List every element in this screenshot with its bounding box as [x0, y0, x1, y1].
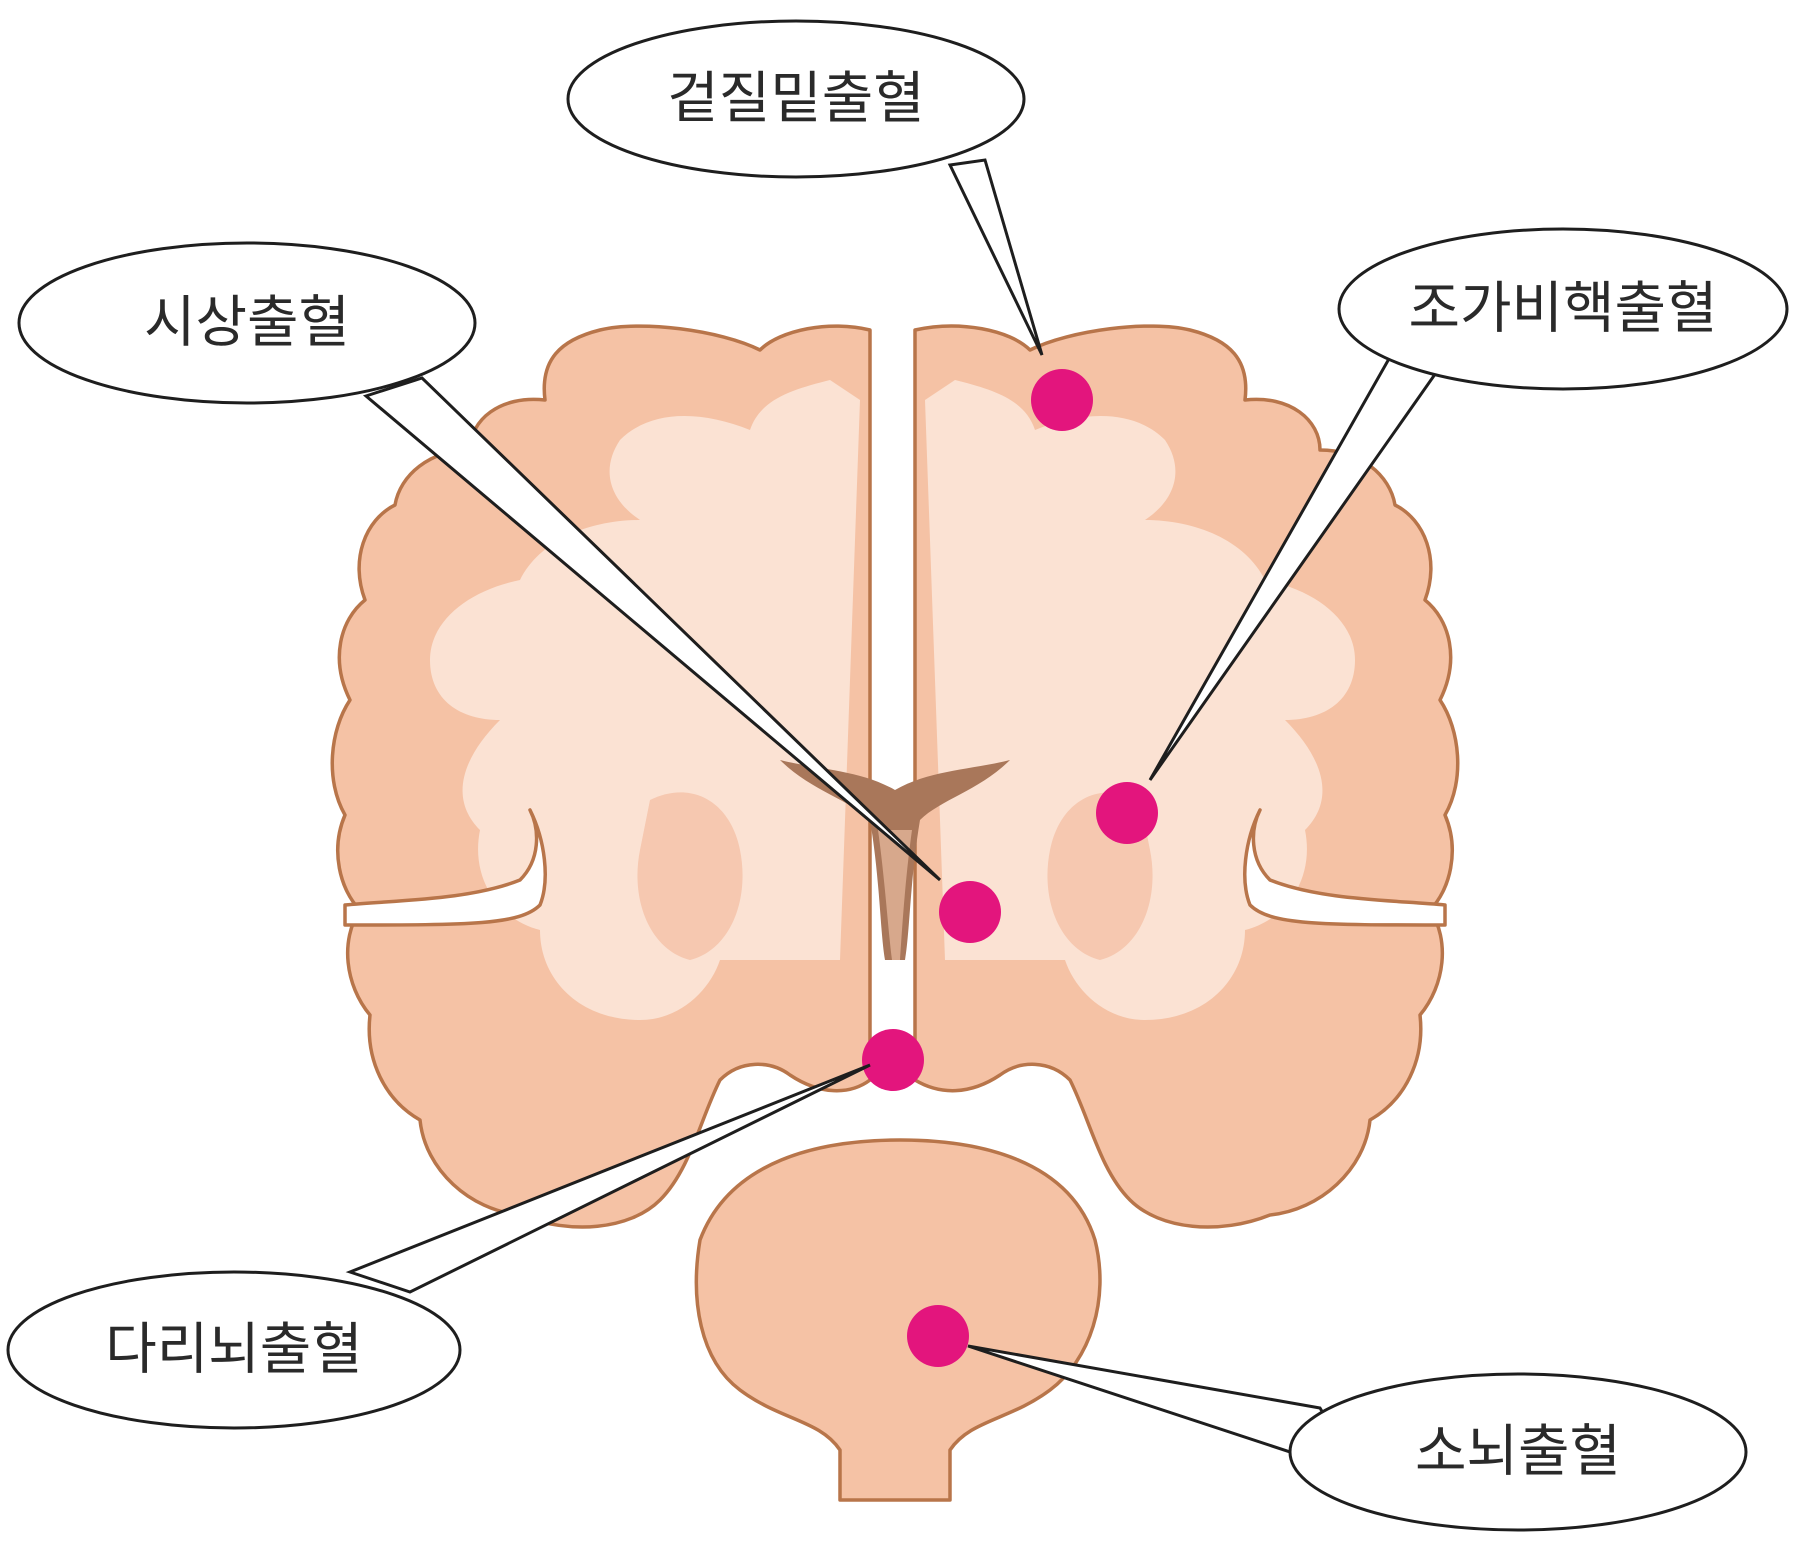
cerebellar-hemorrhage-dot	[907, 1305, 969, 1367]
callout-label-thalamic: 시상출혈	[144, 291, 350, 356]
callout-bubble	[1288, 1372, 1748, 1532]
callout-label-subcortical: 겉질밑출혈	[667, 67, 925, 132]
thalamic-hemorrhage-dot	[939, 881, 1001, 943]
callout-pointer	[362, 376, 942, 882]
callout-midbrain: 다리뇌출혈	[6, 1063, 871, 1430]
callout-label-midbrain: 다리뇌출혈	[105, 1318, 363, 1383]
brain-section	[330, 324, 1460, 1502]
subcortical-hemorrhage-dot	[1031, 369, 1093, 431]
callout-bubble	[566, 19, 1026, 179]
third-ventricle	[878, 830, 912, 960]
callout-putaminal: 조가비핵출혈	[1148, 227, 1789, 781]
callout-label-cerebellar: 소뇌출혈	[1415, 1420, 1621, 1485]
right-sylvian-fissure	[1243, 808, 1447, 927]
callout-thalamic: 시상출혈	[17, 241, 942, 882]
cerebellum	[694, 1138, 1102, 1502]
callout-bubble	[17, 241, 477, 405]
hemorrhage-sites	[862, 369, 1158, 1367]
callout-subcortical: 겉질밑출혈	[566, 19, 1044, 356]
left-sylvian-fissure	[343, 808, 547, 927]
callout-bubble	[6, 1270, 462, 1430]
callout-pointer	[947, 158, 1044, 356]
callout-label-putaminal: 조가비핵출혈	[1408, 277, 1717, 342]
midbrain-hemorrhage-dot	[862, 1029, 924, 1091]
putaminal-hemorrhage-dot	[1096, 782, 1158, 844]
callout-bubble	[1337, 227, 1789, 391]
callout-cerebellar: 소뇌출혈	[967, 1344, 1748, 1532]
left-basal-ganglia	[637, 792, 743, 960]
callout-pointer	[345, 1063, 871, 1294]
